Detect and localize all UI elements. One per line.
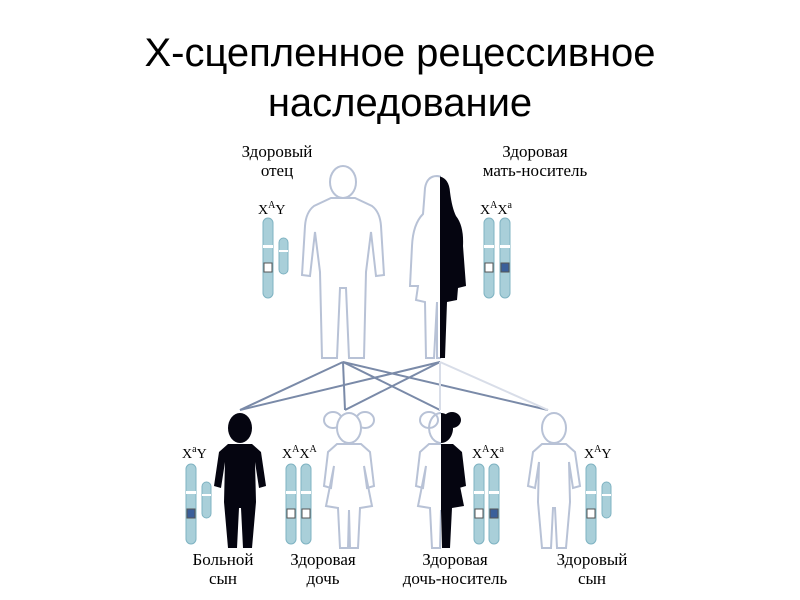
child-1-genotype: XaY: [182, 444, 207, 462]
child-2-x-chromosome-2-allele-band: [301, 508, 311, 519]
father-y-chromosome-centromere: [279, 250, 288, 252]
carrier-daughter-figure: [414, 411, 466, 549]
child-2-x-chromosome-1-centromere: [286, 491, 296, 494]
child-2-label-line-2: дочь: [306, 569, 340, 588]
child-2-x-chromosome-2-centromere: [301, 491, 311, 494]
child-1-y-chromosome-centromere: [202, 494, 211, 496]
child-4-label: Здоровый сын: [532, 550, 652, 588]
father-label-line-2: отец: [260, 161, 294, 180]
father-label-line-1: Здоровый: [241, 142, 313, 161]
father-x-chromosome: [262, 217, 274, 299]
father-x-chromosome-allele-band: [263, 262, 273, 273]
child-4-x-chromosome-1: [585, 463, 597, 545]
child-1-x-chromosome-1-centromere: [186, 491, 196, 494]
child-1-x-chromosome-1: [185, 463, 197, 545]
inheritance-lines: [239, 361, 549, 411]
affected-son-figure: [214, 413, 266, 548]
child-3-x-chromosome-1-allele-band: [474, 508, 484, 519]
mother-x-chromosome-2-centromere: [500, 245, 510, 248]
child-2-x-chromosome-2: [300, 463, 312, 545]
child-1-label-line-1: Больной: [192, 550, 254, 569]
child-3-x-chromosome-2: [488, 463, 500, 545]
mother-label: Здоровая мать-носитель: [460, 142, 610, 180]
inheritance-line: [344, 361, 441, 411]
mother-genotype: XAXa: [480, 200, 512, 218]
inheritance-line: [239, 361, 344, 411]
mother-label-line-2: мать-носитель: [482, 161, 588, 180]
child-2-x-chromosome-1: [285, 463, 297, 545]
mother-x-chromosome-1: [483, 217, 495, 299]
child-1-label: Больной сын: [168, 550, 278, 588]
child-1-label-line-2: сын: [208, 569, 238, 588]
title-line-2: наследование: [267, 81, 533, 125]
inheritance-line: [439, 361, 549, 411]
child-3-x-chromosome-2-centromere: [489, 491, 499, 494]
child-3-x-chromosome-1: [473, 463, 485, 545]
father-genotype: XAY: [258, 200, 286, 218]
child-3-label-line-2: дочь-носитель: [402, 569, 508, 588]
father-y-chromosome: [278, 237, 289, 275]
father-label: Здоровый отец: [212, 142, 342, 180]
chromosome-group: [185, 217, 612, 545]
child-4-y-chromosome: [601, 481, 612, 519]
child-3-label-line-1: Здоровая: [422, 550, 488, 569]
child-3-genotype: XAXa: [472, 444, 504, 462]
title-line-1: X-сцепленное рецессивное: [144, 31, 656, 75]
child-4-label-line-1: Здоровый: [556, 550, 628, 569]
child-3-label: Здоровая дочь-носитель: [380, 550, 530, 588]
healthy-daughter-figure: [322, 411, 376, 549]
healthy-son-figure: [526, 412, 582, 549]
father-x-chromosome-centromere: [263, 245, 273, 248]
child-1-x-chromosome-1-allele-band: [186, 508, 196, 519]
child-4-y-chromosome-centromere: [602, 494, 611, 496]
child-4-label-line-2: сын: [577, 569, 607, 588]
page-title: X-сцепленное рецессивное наследование: [0, 28, 800, 128]
child-2-genotype: XAXA: [282, 444, 317, 462]
inheritance-line: [342, 361, 549, 411]
mother-x-chromosome-1-centromere: [484, 245, 494, 248]
child-3-x-chromosome-2-allele-band: [489, 508, 499, 519]
child-2-label-line-1: Здоровая: [290, 550, 356, 569]
mother-x-chromosome-1-allele-band: [484, 262, 494, 273]
child-2-x-chromosome-1-allele-band: [286, 508, 296, 519]
child-4-genotype: XAY: [584, 444, 612, 462]
child-4-x-chromosome-1-allele-band: [586, 508, 596, 519]
child-1-y-chromosome: [201, 481, 212, 519]
child-3-x-chromosome-1-centromere: [474, 491, 484, 494]
inheritance-line: [239, 361, 441, 411]
mother-x-chromosome-2-allele-band: [500, 262, 510, 273]
child-4-x-chromosome-1-centromere: [586, 491, 596, 494]
mother-x-chromosome-2: [499, 217, 511, 299]
father-figure: [300, 165, 386, 359]
mother-figure: [408, 174, 466, 359]
mother-label-line-1: Здоровая: [502, 142, 568, 161]
child-2-label: Здоровая дочь: [268, 550, 378, 588]
